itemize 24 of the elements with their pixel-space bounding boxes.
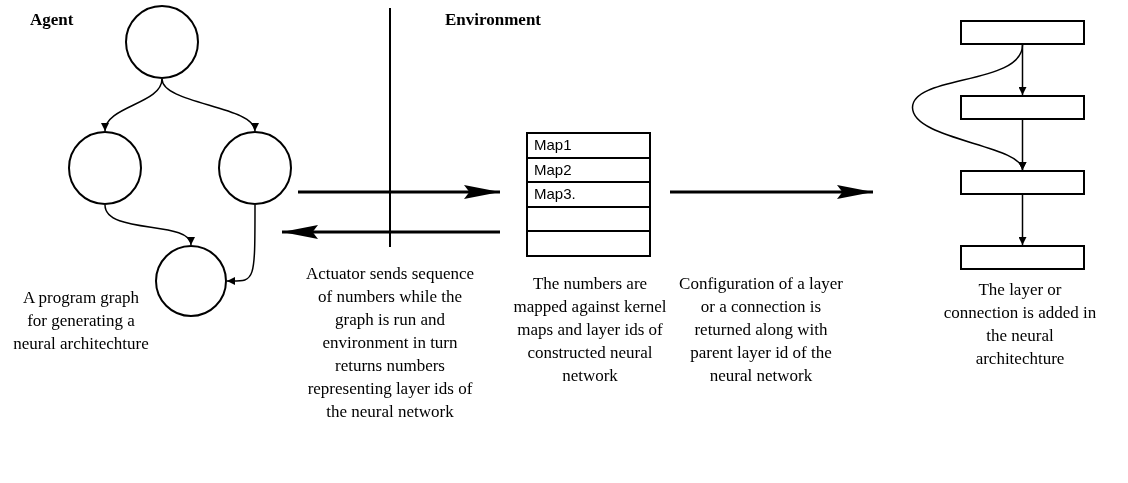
- arrow: [298, 185, 500, 199]
- table-row-text: Map2: [534, 160, 572, 179]
- layer-box: [960, 20, 1085, 45]
- caption-text: A program graph for generating a neural architechture: [12, 287, 150, 355]
- section-heading: Environment: [445, 9, 543, 31]
- map-table: [526, 132, 651, 257]
- caption-text: The numbers are mapped against kernel maps and layer ids of constructed neural network: [512, 273, 668, 387]
- table-row-text: Map3.: [534, 185, 576, 204]
- table-row-text: Map1: [534, 136, 572, 155]
- caption-text: Actuator sends sequence of numbers while the graph is run and environment in turn returns numbers representing layer ids of the neural network: [304, 263, 476, 423]
- arrow: [104, 204, 193, 246]
- section-heading: Agent: [30, 9, 75, 31]
- arrow: [282, 225, 500, 239]
- arrow: [911, 44, 1024, 171]
- arrow: [161, 78, 257, 132]
- layer-box: [960, 95, 1085, 120]
- caption-text: The layer or connection is added in the neural architechture: [942, 279, 1098, 370]
- layer-box: [960, 245, 1085, 270]
- layer-box: [960, 170, 1085, 195]
- caption-text: Configuration of a layer or a connection is returned along with parent layer id of the neural network: [678, 273, 844, 387]
- arrow: [226, 204, 256, 286]
- arrow: [102, 78, 163, 132]
- arrow: [1018, 194, 1027, 246]
- arrow: [670, 185, 873, 199]
